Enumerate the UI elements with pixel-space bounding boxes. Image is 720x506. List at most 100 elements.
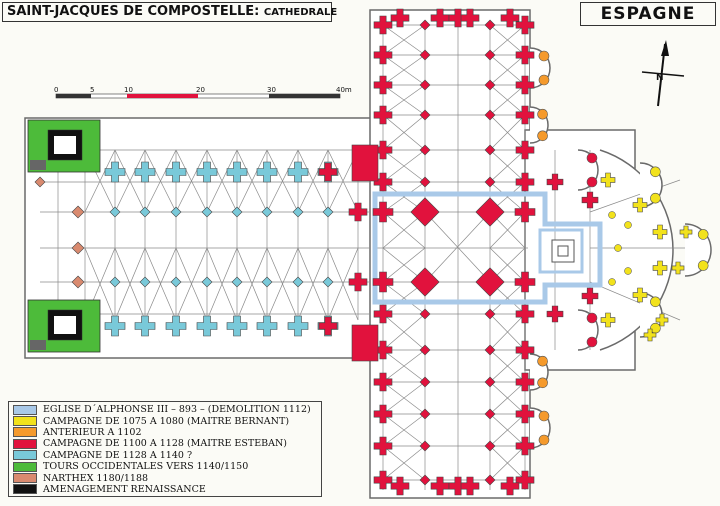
vault-diagonal: [489, 381, 526, 415]
vault-diagonal: [84, 149, 116, 213]
transept-arcade-pier: [484, 344, 496, 356]
scale-tick-label: 40m: [336, 86, 352, 94]
transept-arcade-pier: [484, 109, 496, 121]
transept-arcade-pier: [419, 19, 431, 31]
chapel-pier: [537, 355, 548, 367]
choir-pier: [546, 173, 564, 191]
vault-diagonal: [382, 413, 426, 447]
vault-diagonal: [382, 24, 426, 56]
north-portal: [351, 144, 379, 182]
nave-east-pier: [318, 162, 338, 182]
chapel-pier: [538, 74, 550, 86]
nave-arcade-pier: [292, 276, 304, 288]
apse-rib: [589, 281, 681, 321]
nave-buttress-pier: [256, 315, 278, 337]
vault-diagonal: [175, 247, 208, 321]
transept-arcade-pier: [484, 308, 496, 320]
transept-pier: [373, 75, 393, 95]
chapel-pier: [537, 377, 548, 389]
vault-diagonal: [489, 413, 526, 447]
transept-pier: [373, 404, 393, 424]
transept-pier: [373, 45, 393, 65]
nave-buttress-pier: [226, 315, 248, 337]
title-sub: CATHEDRALE: [263, 7, 338, 18]
legend-swatch: [13, 404, 37, 415]
nave-arcade-pier: [322, 276, 334, 288]
choir-pier: [581, 191, 599, 209]
chapel-pier: [538, 50, 550, 62]
vault-diagonal: [489, 149, 526, 183]
legend-item: AMENAGEMENT RENAISSANCE: [13, 484, 317, 495]
legend-label: CAMPAGNE DE 1100 A 1128 (MAITRE ESTEBAN): [43, 438, 288, 450]
scale-tick-label: 20: [196, 86, 205, 94]
nave-buttress-pier: [104, 161, 126, 183]
scale-tick-label: 30: [267, 86, 276, 94]
ambulatory-yellow-pier: [655, 313, 669, 327]
legend-item: CAMPAGNE DE 1128 A 1140 ?: [13, 450, 317, 461]
legend-swatch: [13, 427, 37, 438]
transept-pier: [515, 340, 535, 360]
tower-interior: [54, 136, 76, 154]
crossing-pier: [475, 197, 505, 227]
transept-arcade-pier: [419, 376, 431, 388]
scale-bar: [55, 93, 341, 99]
vault-diagonal: [382, 381, 426, 415]
legend-item: TOURS OCCIDENTALES VERS 1140/1150: [13, 461, 317, 472]
crossing-diagonal: [424, 211, 491, 283]
vault-diagonal: [266, 149, 299, 213]
alphonse-church-outline: [372, 191, 603, 305]
south-facade-pier: [430, 476, 450, 496]
chapel-pier: [650, 296, 661, 308]
transept-arcade-pier: [484, 440, 496, 452]
nave-arcade-pier: [322, 206, 334, 218]
transept-pier: [373, 372, 393, 392]
vault-diagonal: [382, 445, 426, 481]
nave-arcade-pier: [292, 206, 304, 218]
transept-pier: [373, 304, 393, 324]
apse-column: [624, 267, 632, 275]
legend-label: NARTHEX 1180/1188: [43, 472, 149, 484]
vault-diagonal: [266, 247, 299, 321]
legend-swatch: [13, 438, 37, 449]
altar: [557, 245, 569, 257]
compass-label: N: [656, 73, 664, 83]
vault-diagonal: [297, 149, 329, 213]
nave-arcade-pier: [261, 276, 273, 288]
nave-arcade-pier: [109, 276, 121, 288]
vault-diagonal: [489, 114, 526, 151]
vault-diagonal: [382, 149, 426, 183]
chapel-pier: [586, 176, 598, 188]
vault-diagonal: [382, 114, 426, 151]
transept-arcade-pier: [419, 49, 431, 61]
transept-arcade-pier: [419, 440, 431, 452]
north-arrow-head: [661, 40, 669, 56]
scale-tick-label: 5: [90, 86, 95, 94]
transept-pier: [515, 75, 535, 95]
nave-buttress-pier: [226, 161, 248, 183]
crossing-pier: [410, 197, 440, 227]
nave-arcade-pier: [139, 276, 151, 288]
vault-diagonal: [382, 349, 426, 383]
chapel-pier: [537, 130, 548, 142]
scale-segment: [56, 94, 91, 98]
vault-diagonal: [206, 149, 238, 213]
north-facade-pier: [430, 8, 450, 28]
legend-item: NARTHEX 1180/1188: [13, 472, 317, 484]
transept-arcade-pier: [419, 176, 431, 188]
tower-base: [30, 340, 46, 350]
nave-arcade-pier: [201, 206, 213, 218]
vault-diagonal: [489, 313, 526, 351]
transept-pier: [515, 105, 535, 125]
chapel-pier: [537, 108, 548, 120]
transept-pier: [515, 172, 535, 192]
transept-arcade-pier: [484, 49, 496, 61]
transept-pier: [515, 404, 535, 424]
north-arrow-icon: N: [641, 40, 685, 107]
vault-diagonal: [175, 149, 208, 213]
choir-pier: [546, 305, 564, 323]
nave-buttress-pier: [287, 315, 309, 337]
transept-pier: [373, 436, 393, 456]
scale-segment: [269, 94, 340, 98]
compass-cross: [641, 71, 685, 77]
plan-piers: [34, 8, 693, 496]
